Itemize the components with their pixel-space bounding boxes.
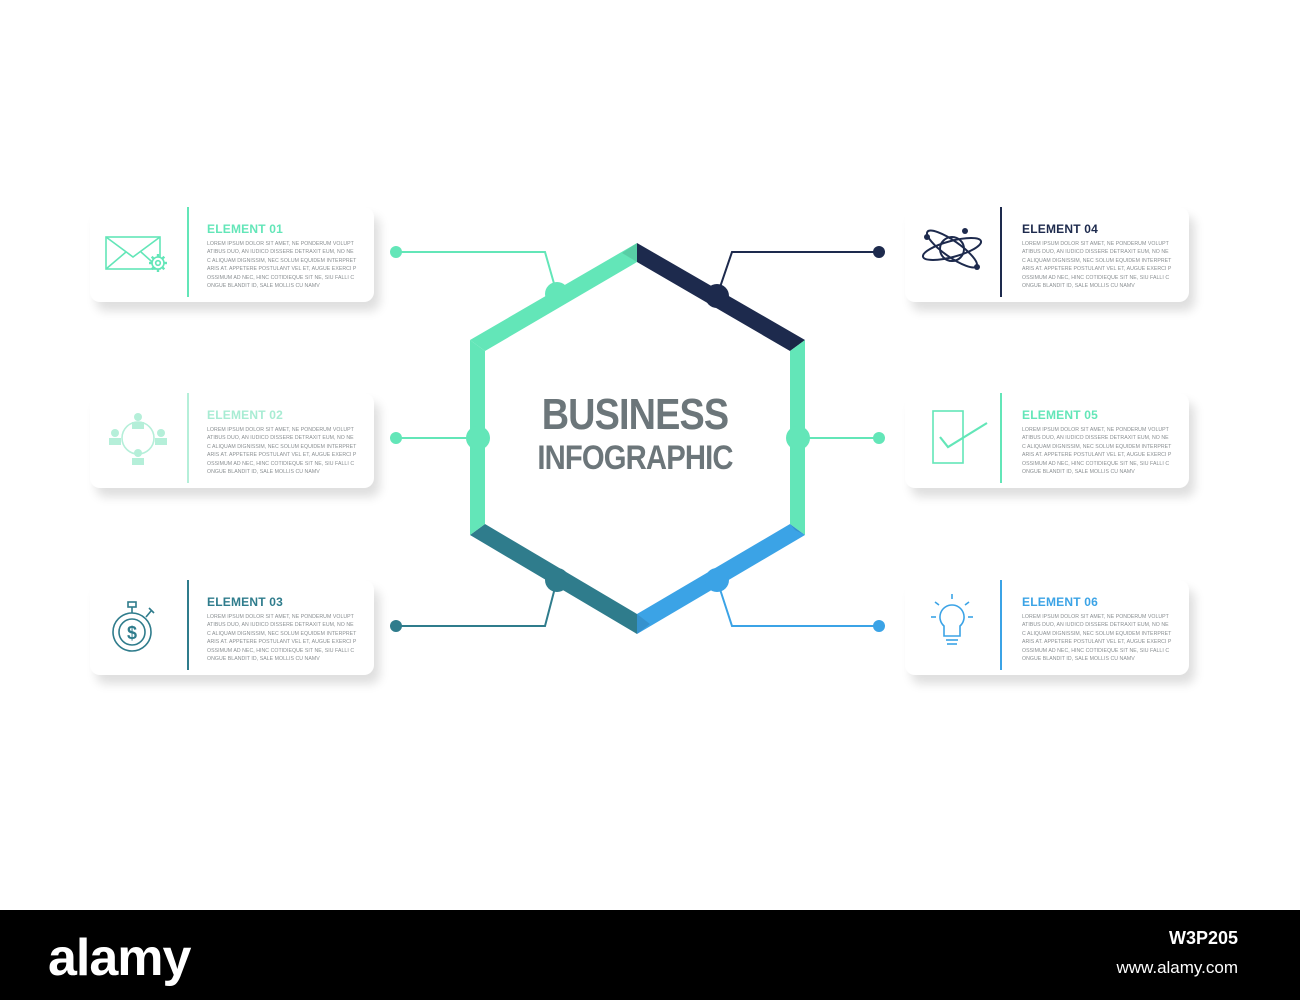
watermark-image-id: W3P205 xyxy=(1168,928,1238,948)
svg-text:$: $ xyxy=(127,623,137,643)
infographic-canvas: BUSINESS INFOGRAPHIC ELEMENT 01 L xyxy=(90,207,1189,675)
connector-06 xyxy=(716,579,879,627)
watermark-url: www.alamy.com xyxy=(1116,958,1238,977)
junction-01 xyxy=(545,282,569,306)
card-divider xyxy=(187,207,189,297)
junction-05 xyxy=(786,426,810,450)
element-title: ELEMENT 03 xyxy=(207,595,284,609)
hexagon-diagram xyxy=(390,243,885,634)
element-card-04: ELEMENT 04 LOREM IPSUM DOLOR SIT AMET, N… xyxy=(905,207,1189,302)
junction-03 xyxy=(545,568,569,592)
junction-06 xyxy=(705,568,729,592)
element-body: LOREM IPSUM DOLOR SIT AMET, NE PONDERUM … xyxy=(207,241,357,290)
element-body: LOREM IPSUM DOLOR SIT AMET, NE PONDERUM … xyxy=(1022,427,1172,476)
element-body: LOREM IPSUM DOLOR SIT AMET, NE PONDERUM … xyxy=(207,614,357,663)
element-title: ELEMENT 04 xyxy=(1022,222,1099,236)
lightbulb-icon xyxy=(905,580,1000,675)
card-divider xyxy=(187,580,189,670)
element-title: ELEMENT 05 xyxy=(1022,408,1099,422)
element-card-06: ELEMENT 06 LOREM IPSUM DOLOR SIT AMET, N… xyxy=(905,580,1189,675)
card-divider xyxy=(187,393,189,483)
checklist-icon xyxy=(905,393,1000,488)
center-title-line1: BUSINESS xyxy=(541,390,729,439)
center-title-line2: INFOGRAPHIC xyxy=(537,439,733,477)
element-card-02: ELEMENT 02 LOREM IPSUM DOLOR SIT AMET, N… xyxy=(90,393,374,488)
junction-04 xyxy=(705,284,729,308)
element-title: ELEMENT 02 xyxy=(207,408,284,422)
element-card-03: $ ELEMENT 03 LOREM IPSUM DOLOR SIT AMET,… xyxy=(90,580,374,675)
element-card-05: ELEMENT 05 LOREM IPSUM DOLOR SIT AMET, N… xyxy=(905,393,1189,488)
card-divider xyxy=(1000,393,1002,483)
team-network-icon xyxy=(90,393,185,488)
element-title: ELEMENT 01 xyxy=(207,222,284,236)
element-body: LOREM IPSUM DOLOR SIT AMET, NE PONDERUM … xyxy=(1022,241,1172,290)
card-divider xyxy=(1000,207,1002,297)
connector-03 xyxy=(396,579,558,627)
watermark-footer: alamy W3P205 www.alamy.com xyxy=(0,910,1300,1000)
element-body: LOREM IPSUM DOLOR SIT AMET, NE PONDERUM … xyxy=(207,427,357,476)
element-card-01: ELEMENT 01 LOREM IPSUM DOLOR SIT AMET, N… xyxy=(90,207,374,302)
atom-icon xyxy=(905,207,1000,302)
center-title: BUSINESS INFOGRAPHIC xyxy=(508,390,762,477)
junction-02 xyxy=(466,426,490,450)
card-divider xyxy=(1000,580,1002,670)
money-stopwatch-icon: $ xyxy=(90,580,185,675)
element-title: ELEMENT 06 xyxy=(1022,595,1099,609)
element-body: LOREM IPSUM DOLOR SIT AMET, NE PONDERUM … xyxy=(1022,614,1172,663)
connector-04 xyxy=(716,251,879,297)
envelope-gear-icon xyxy=(90,207,185,302)
connector-01 xyxy=(396,251,558,295)
watermark-logo: alamy xyxy=(48,929,191,987)
